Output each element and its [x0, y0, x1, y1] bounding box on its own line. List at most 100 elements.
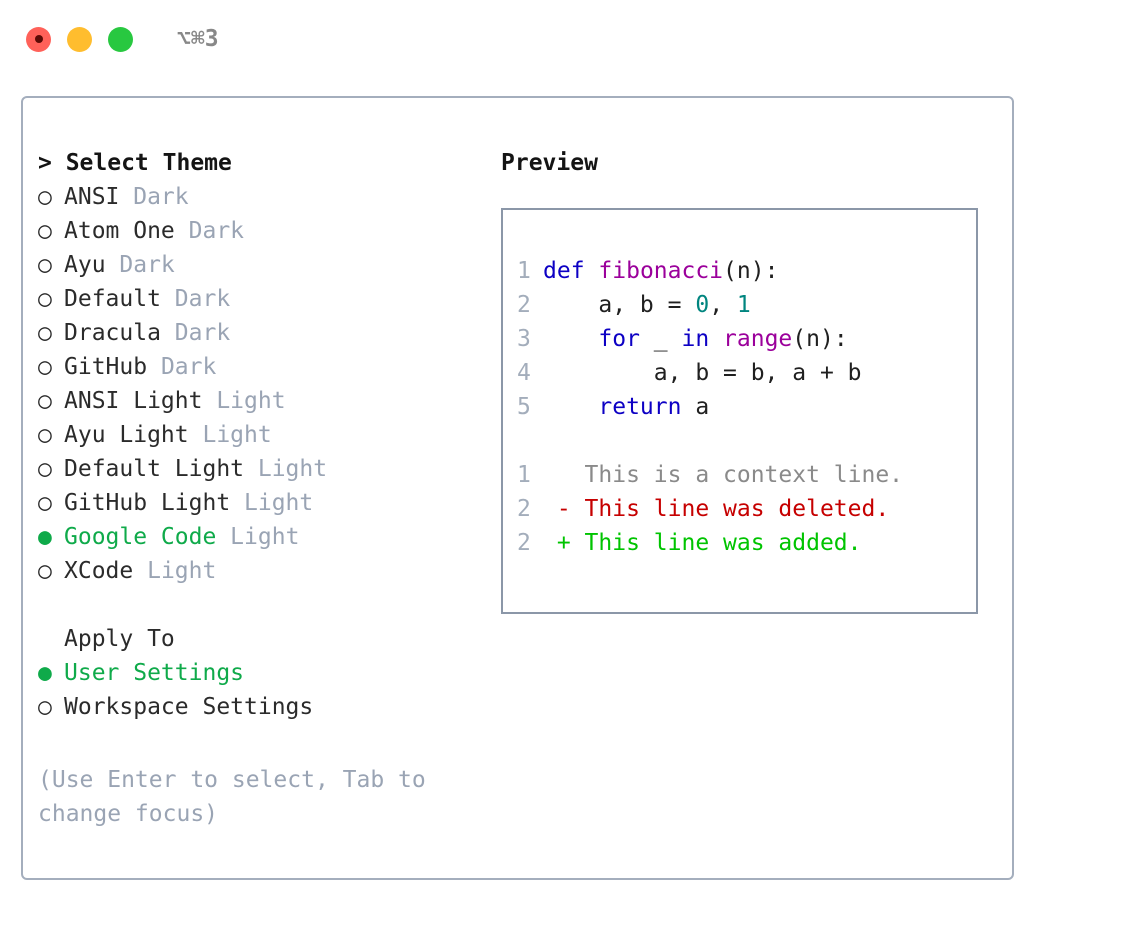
- code-token: range: [723, 326, 793, 352]
- main-panel: > Select Theme ○ANSI Dark○Atom One Dark○…: [21, 96, 1014, 880]
- code-line: 3 for _ in range(n):: [517, 322, 976, 356]
- code-token: a: [681, 394, 710, 420]
- theme-option-variant: Dark: [119, 184, 189, 210]
- code-token: [709, 326, 723, 352]
- apply-to-heading: Apply To: [64, 626, 175, 652]
- code-token: [543, 394, 598, 420]
- radio-unselected-icon: ○: [38, 558, 52, 584]
- minimize-window-button[interactable]: [67, 26, 92, 52]
- line-number: 1: [517, 258, 531, 284]
- theme-option-google-code[interactable]: ● Google Code Light: [38, 520, 488, 554]
- theme-option-ansi[interactable]: ○ANSI Dark: [38, 180, 488, 214]
- theme-option-variant: Light: [230, 490, 314, 516]
- diff-line-text: + This line was added.: [543, 530, 862, 556]
- theme-option-ayu-light[interactable]: ○ Ayu Light Light: [38, 418, 488, 452]
- diff-line-add: 2 + This line was added.: [517, 526, 976, 560]
- code-token: in: [681, 326, 710, 352]
- theme-option-variant: Light: [188, 422, 272, 448]
- radio-selected-icon: ●: [38, 660, 52, 686]
- code-token: [543, 326, 598, 352]
- diff-line-text: This is a context line.: [543, 462, 904, 488]
- theme-option-default-light[interactable]: ○Default Light Light: [38, 452, 488, 486]
- radio-selected-icon: ●: [38, 524, 52, 550]
- theme-option-label: XCode: [64, 558, 134, 584]
- radio-unselected-icon: ○: [38, 354, 52, 380]
- theme-option-variant: Light: [244, 456, 328, 482]
- theme-option-label: ANSI Light: [64, 388, 203, 414]
- theme-option-ayu[interactable]: ○Ayu Dark: [38, 248, 488, 282]
- theme-option-label: Ayu: [64, 252, 106, 278]
- code-line: 1 def fibonacci(n):: [517, 254, 976, 288]
- radio-unselected-icon: ○: [38, 388, 52, 414]
- radio-unselected-icon: ○: [38, 252, 52, 278]
- section-spacer: [38, 588, 488, 622]
- theme-option-label: Google Code: [64, 524, 217, 550]
- code-token: ,: [709, 292, 737, 318]
- theme-option-label: Atom One: [64, 218, 175, 244]
- theme-option-default[interactable]: ○Default Dark: [38, 282, 488, 316]
- line-number: 3: [517, 326, 531, 352]
- select-theme-heading: > Select Theme: [38, 150, 232, 176]
- code-token: def: [543, 258, 585, 284]
- line-number: 2: [517, 496, 531, 522]
- theme-option-variant: Dark: [160, 286, 231, 312]
- code-token: [585, 258, 599, 284]
- keyboard-hint-text: (Use Enter to select, Tab to change focu…: [38, 767, 426, 827]
- theme-option-label: ANSI: [64, 184, 120, 210]
- theme-option-label: GitHub: [64, 354, 148, 380]
- code-token: return: [598, 394, 682, 420]
- theme-option-xcode[interactable]: ○ XCode Light: [38, 554, 488, 588]
- close-window-button[interactable]: [26, 26, 51, 52]
- code-line: 4 a, b = b, a + b: [517, 356, 976, 390]
- radio-unselected-icon: ○: [38, 286, 52, 312]
- theme-option-variant: Dark: [160, 320, 231, 346]
- zoom-window-button[interactable]: [108, 26, 133, 52]
- title-bar: ⌥⌘3: [0, 0, 1140, 78]
- code-token: a, b =: [543, 292, 696, 318]
- diff-line-text: - This line was deleted.: [543, 496, 890, 522]
- radio-unselected-icon: ○: [38, 694, 52, 720]
- radio-unselected-icon: ○: [38, 218, 52, 244]
- line-number: 2: [517, 530, 531, 556]
- radio-unselected-icon: ○: [38, 422, 52, 448]
- theme-option-label: Default Light: [64, 456, 245, 482]
- keyboard-shortcut-label: ⌥⌘3: [177, 26, 219, 52]
- theme-option-atom-one[interactable]: ○ Atom One Dark: [38, 214, 488, 248]
- theme-option-variant: Light: [133, 558, 217, 584]
- code-token: 0: [695, 292, 710, 318]
- theme-option-variant: Light: [202, 388, 286, 414]
- apply-to-option-label: Workspace Settings: [64, 694, 314, 720]
- theme-option-ansi-light[interactable]: ○ ANSI Light Light: [38, 384, 488, 418]
- radio-unselected-icon: ○: [38, 320, 52, 346]
- code-token: a, b = b, a + b: [543, 360, 862, 386]
- theme-option-list: ○ANSI Dark○Atom One Dark○Ayu Dark○Defaul…: [38, 180, 488, 588]
- theme-option-variant: Light: [216, 524, 300, 550]
- theme-option-label: Dracula: [64, 320, 161, 346]
- preview-heading: Preview: [501, 150, 598, 176]
- diff-sample: 1 This is a context line.2 - This line w…: [517, 458, 976, 560]
- line-number: 4: [517, 360, 531, 386]
- theme-option-github-light[interactable]: ○ GitHub Light Light: [38, 486, 488, 520]
- code-diff-spacer: [517, 424, 976, 458]
- apply-to-option-workspace-settings[interactable]: ○ Workspace Settings: [38, 690, 488, 724]
- code-token: 1: [736, 292, 751, 318]
- line-number: 2: [517, 292, 531, 318]
- code-token: fibonacci: [598, 258, 724, 284]
- code-line: 2 a, b = 0, 1: [517, 288, 976, 322]
- theme-option-label: GitHub Light: [64, 490, 231, 516]
- code-line: 5 return a: [517, 390, 976, 424]
- diff-line-ctx: 1 This is a context line.: [517, 458, 976, 492]
- line-number: 5: [517, 394, 531, 420]
- code-token: (n):: [723, 258, 779, 284]
- theme-option-dracula[interactable]: ○ Dracula Dark: [38, 316, 488, 350]
- diff-line-del: 2 - This line was deleted.: [517, 492, 976, 526]
- theme-option-github[interactable]: ○GitHub Dark: [38, 350, 488, 384]
- theme-option-label: Ayu Light: [64, 422, 189, 448]
- radio-unselected-icon: ○: [38, 490, 52, 516]
- apply-to-option-user-settings[interactable]: ●User Settings: [38, 656, 488, 690]
- theme-option-variant: Dark: [174, 218, 245, 244]
